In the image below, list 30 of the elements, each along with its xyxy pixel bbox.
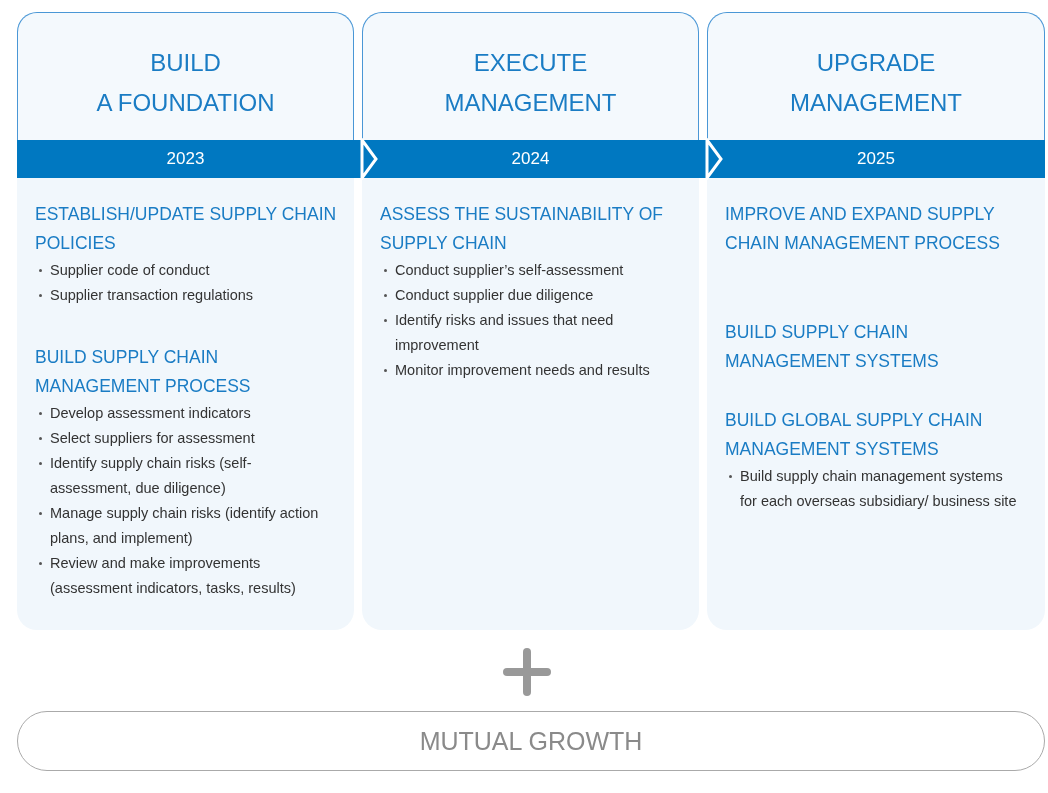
bullet-text: Manage supply chain risks (identify action plans, and implement) [35,501,330,551]
section-heading: BUILD GLOBAL SUPPLY CHAIN MANAGEMENT SYSTEMS [725,409,984,461]
bullet-text: Conduct supplier’s self-assessment [380,258,685,283]
goal-label: MUTUAL GROWTH [418,726,644,757]
year-banner: 2023 [17,140,354,178]
bullet-text: Conduct supplier due diligence [380,283,685,308]
year-banner: 2025 [707,140,1045,178]
chevron-arrow [354,138,378,180]
bullet-text: Review and make improvements (assessment indicators, tasks, results) [35,551,330,601]
bullet-text: Select suppliers for assessment [35,426,330,451]
phase-title: BUILD A FOUNDATION [95,48,276,118]
phase-title: UPGRADE MANAGEMENT [789,48,963,118]
bullet-text: Develop assessment indicators [35,401,330,426]
year-banner: 2024 [362,140,699,178]
phase-card [707,12,1045,630]
bullet-text: Build supply chain management systems for each overseas subsidiary/ business site [725,464,1020,514]
section-heading: IMPROVE AND EXPAND SUPPLY CHAIN MANAGEMENT PROCESS [725,203,1001,255]
section-heading: ESTABLISH/UPDATE SUPPLY CHAIN POLICIES [35,203,338,255]
bullet-text: Identify risks and issues that need improvement [380,308,685,358]
section-heading: BUILD SUPPLY CHAIN MANAGEMENT SYSTEMS [725,321,940,373]
bullet-text: Identify supply chain risks (self-assessment, due diligence) [35,451,330,501]
phase-card [362,12,699,630]
phase-title: EXECUTE MANAGEMENT [443,48,618,118]
phase-card [17,12,354,630]
section-heading: BUILD SUPPLY CHAIN MANAGEMENT PROCESS [35,346,252,398]
section-heading: ASSESS THE SUSTAINABILITY OF SUPPLY CHAIN [380,203,664,255]
chevron-arrow [699,138,723,180]
bullet-text: Monitor improvement needs and results [380,358,685,383]
bullet-text: Supplier code of conduct [35,258,340,283]
bullet-text: Supplier transaction regulations [35,283,340,308]
